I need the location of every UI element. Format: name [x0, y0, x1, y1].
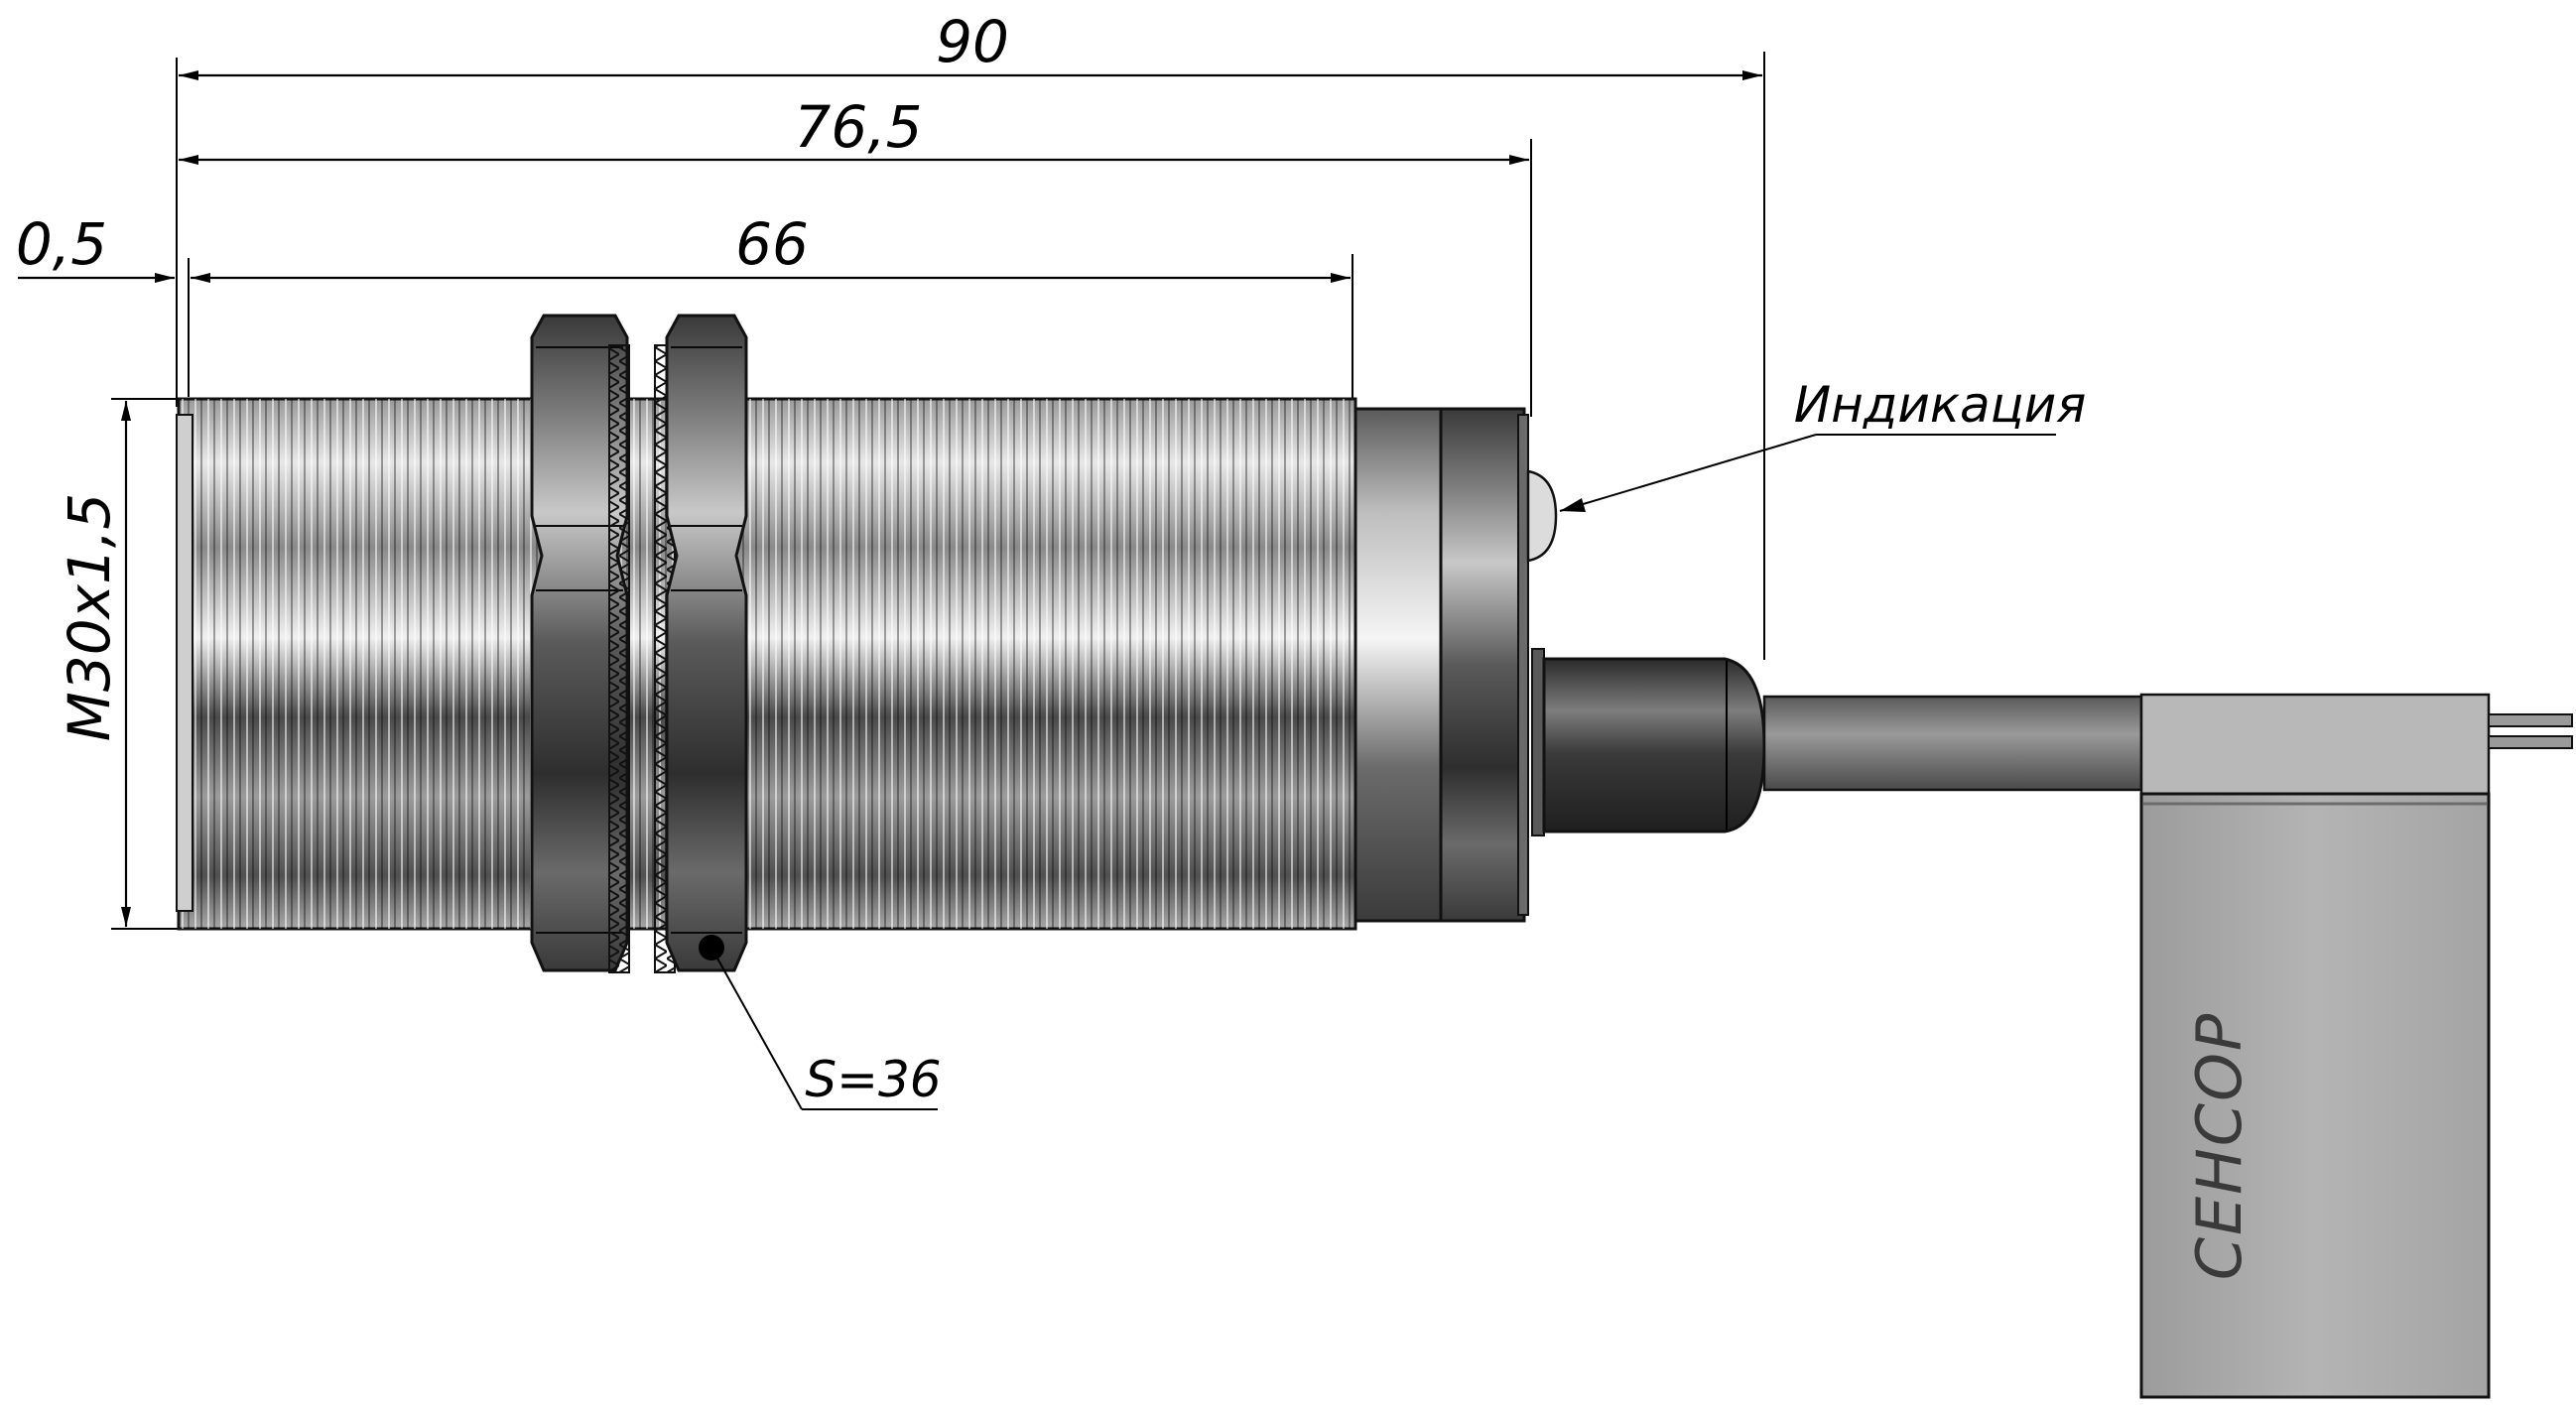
- dim-0-5-label: 0,5: [16, 210, 107, 278]
- cable-gland: [1531, 648, 1766, 836]
- dim-m30-label: M30x1,5: [56, 493, 123, 741]
- dim-90-label: 90: [936, 8, 1009, 75]
- dim-66-label: 66: [735, 210, 809, 278]
- wrench-size-label: S=36: [805, 1051, 941, 1108]
- indicator-led: [1526, 469, 1558, 563]
- dim-76-5-label: 76,5: [794, 93, 922, 161]
- threaded-body: [176, 397, 1357, 931]
- dimension-overall-length: 90: [176, 8, 1765, 660]
- lock-nut-rear: [665, 314, 748, 972]
- dimension-thread-length: 66: [188, 210, 1353, 402]
- brand-label: СЕНСОР: [2183, 1012, 2255, 1281]
- dimension-length-to-cap: 76,5: [179, 93, 1532, 417]
- dimension-front-offset: 0,5: [16, 210, 175, 283]
- dimension-thread-size: M30x1,5: [56, 398, 184, 930]
- cable: [1762, 695, 2143, 792]
- callout-indicator: Индикация: [1559, 376, 2087, 512]
- callout-wrench-size: S=36: [710, 947, 942, 1110]
- connector-tag: СЕНСОР: [2139, 693, 2573, 1399]
- rear-cap: [1353, 407, 1529, 923]
- indicator-callout-label: Индикация: [1794, 376, 2087, 434]
